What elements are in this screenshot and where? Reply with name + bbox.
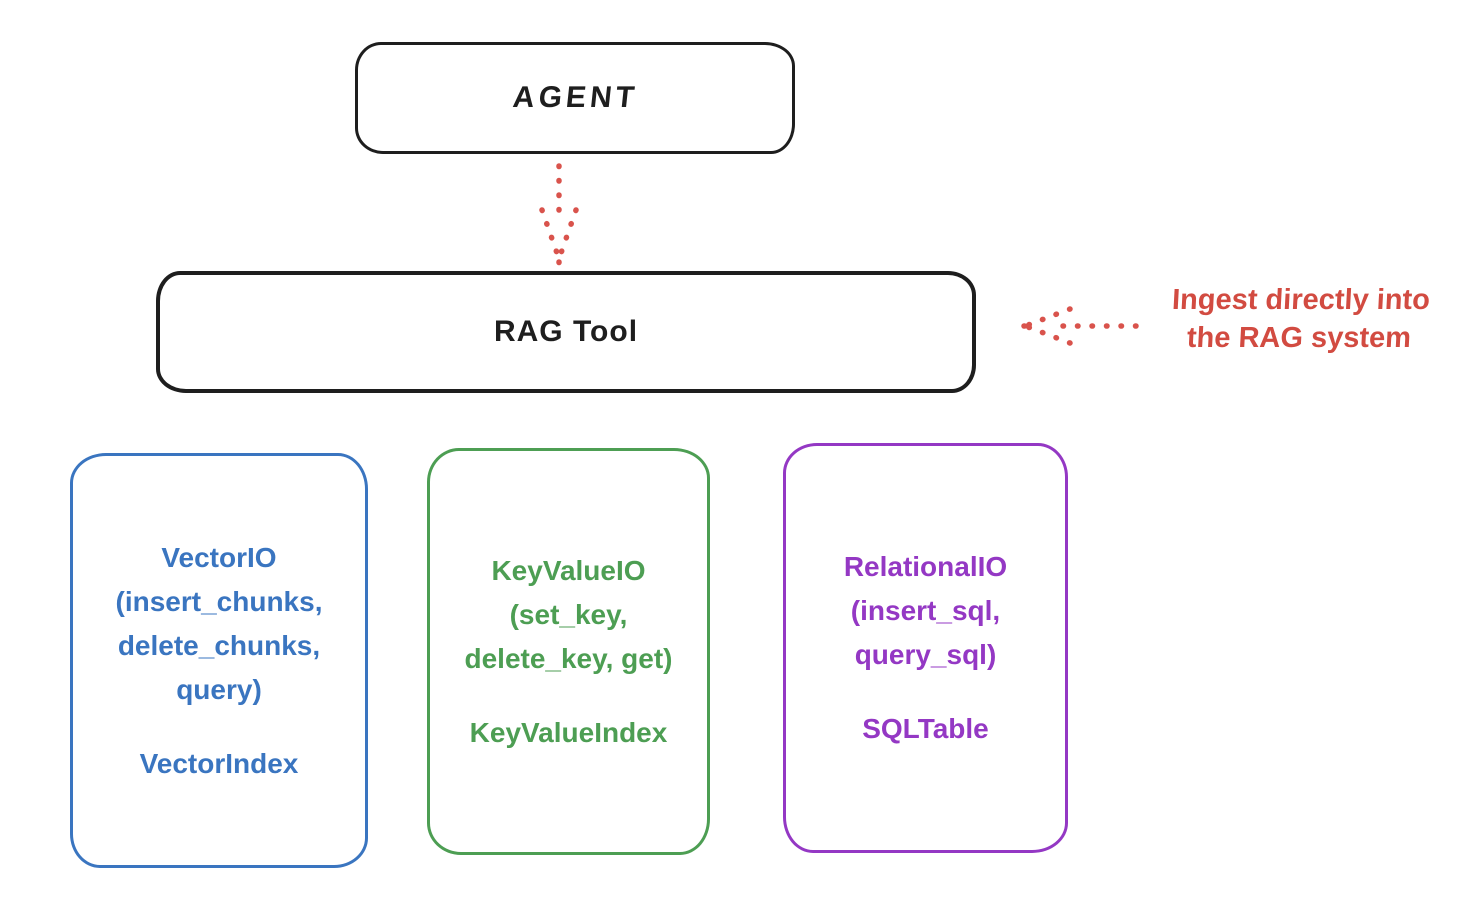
annotation-line-1: Ingest directly into: [1171, 284, 1431, 316]
card-line: KeyValueIO: [491, 554, 646, 586]
relational-io-methods: RelationalIO (insert_sql, query_sql): [844, 545, 1007, 677]
annotation-line-2: the RAG system: [1186, 322, 1412, 354]
relational-io-card: RelationalIO (insert_sql, query_sql) SQL…: [783, 443, 1068, 853]
card-line: (insert_sql,: [850, 595, 1001, 626]
keyvalue-io-card: KeyValueIO (set_key, delete_key, get) Ke…: [427, 448, 710, 855]
card-line: delete_chunks,: [117, 629, 321, 661]
rag-tool-label: RAG Tool: [493, 315, 639, 348]
card-line: (set_key,: [509, 598, 628, 630]
card-line: query_sql): [854, 639, 997, 670]
vector-io-methods: VectorIO (insert_chunks, delete_chunks, …: [116, 536, 323, 712]
sql-table-label: SQLTable: [862, 713, 989, 744]
agent-label: AGENT: [510, 81, 640, 114]
vector-io-card: VectorIO (insert_chunks, delete_chunks, …: [70, 453, 368, 868]
card-line: RelationalIO: [843, 551, 1008, 582]
keyvalue-io-methods: KeyValueIO (set_key, delete_key, get): [464, 549, 672, 681]
annotation-text: Ingest directly into the RAG system: [1133, 281, 1467, 357]
rag-tool-box: RAG Tool: [156, 271, 976, 393]
card-line: (insert_chunks,: [115, 585, 323, 617]
card-line: delete_key, get): [464, 642, 673, 674]
dotted-arrow-down-icon: [539, 163, 579, 266]
agent-box: AGENT: [355, 42, 795, 154]
vector-index-label: VectorIndex: [139, 747, 299, 779]
dotted-arrow-left-icon: [1021, 306, 1139, 346]
card-line: query): [176, 673, 262, 705]
card-line: VectorIO: [161, 541, 277, 573]
keyvalue-index-label: KeyValueIndex: [469, 716, 668, 748]
